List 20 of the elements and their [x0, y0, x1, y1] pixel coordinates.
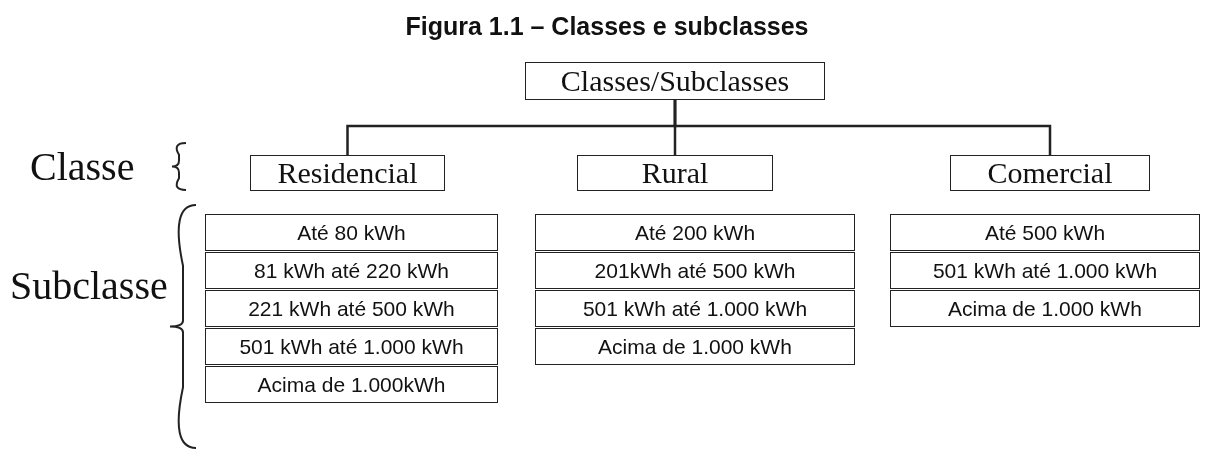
connector-line [673, 100, 1052, 155]
class-box: Classes/Subclasses [525, 62, 825, 100]
bracket-label: Classe [30, 143, 135, 190]
subclass-box: Acima de 1.000kWh [205, 366, 498, 403]
subclass-box: Até 500 kWh [890, 214, 1200, 251]
subclass-box: Acima de 1.000 kWh [890, 290, 1200, 327]
subclass-box: Até 80 kWh [205, 214, 498, 251]
subclass-box: 501 kWh até 1.000 kWh [890, 252, 1200, 289]
subclass-box: Acima de 1.000 kWh [535, 328, 855, 365]
class-box: Residencial [250, 155, 445, 191]
subclass-box: 201kWh até 500 kWh [535, 252, 855, 289]
figure-title: Figura 1.1 – Classes e subclasses [404, 12, 810, 41]
subclass-box: 501 kWh até 1.000 kWh [205, 328, 498, 365]
class-box: Rural [577, 155, 773, 191]
subclass-box: 501 kWh até 1.000 kWh [535, 290, 855, 327]
subclass-box: Até 200 kWh [535, 214, 855, 251]
class-box: Comercial [950, 155, 1150, 191]
bracket-label: Subclasse [10, 262, 168, 309]
subclass-box: 221 kWh até 500 kWh [205, 290, 498, 327]
subclass-box: 81 kWh até 220 kWh [205, 252, 498, 289]
